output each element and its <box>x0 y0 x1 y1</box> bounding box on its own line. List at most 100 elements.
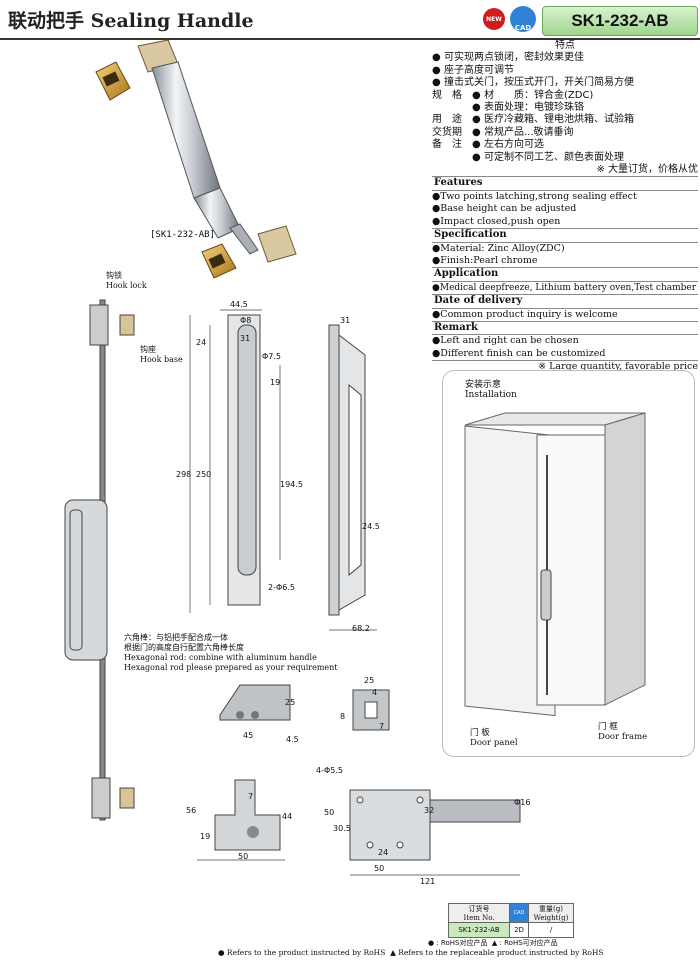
dim-plate-5: 24 <box>378 848 389 857</box>
hook-detail-drawing <box>197 779 285 861</box>
dim-base2-0: 25 <box>364 676 375 685</box>
col-cad-header: CAD <box>509 903 529 923</box>
cad-badge[interactable]: CAD <box>510 6 536 32</box>
dim-base1-1: 45 <box>243 731 254 740</box>
dim-plate-0: 4-Φ5.5 <box>316 766 343 775</box>
dim-front-8: 194.5 <box>280 480 303 489</box>
title-cn: 联动把手 <box>8 10 85 32</box>
cad-badge-label: CAD <box>514 24 532 32</box>
bottom-hook-lock <box>91 777 111 819</box>
rohs-note-en: ● Refers to the product instructed by Ro… <box>218 948 604 957</box>
specification-title: Specification <box>432 228 698 243</box>
feature-en-2: ●Base height can be adjusted <box>432 203 577 215</box>
delivery-cn: 交货期●常规产品...敬请垂询 <box>432 126 574 138</box>
dim-base1-0: 25 <box>285 698 296 707</box>
cabinet-illustration <box>464 412 646 717</box>
dim-front-0: 44.5 <box>230 300 248 309</box>
dim-plate-3: 32 <box>424 806 435 815</box>
installation-title: 安装示意 Installation <box>465 380 517 400</box>
door-panel-label: 门 板 Door panel <box>470 728 518 748</box>
dim-side-1: 24.5 <box>362 522 380 531</box>
delivery-title: Date of delivery <box>432 294 698 309</box>
remark-title: Remark <box>432 320 698 336</box>
dim-front-2: 31 <box>240 334 251 343</box>
dim-plate-7: 121 <box>420 877 436 886</box>
spec-panel: 特点 ●可实现两点锁闭，密封效果更佳 ●座子高度可调节 ●撞击式关门，按压式开门… <box>432 40 698 374</box>
application-en: ●Medical deepfreeze, Lithium battery ove… <box>432 282 697 293</box>
dim-plate-1: 50 <box>324 808 335 817</box>
remark-en-2: ●Different finish can be customized <box>432 348 698 362</box>
installation-panel <box>442 370 695 757</box>
dim-plate-2: 30.5 <box>333 824 351 833</box>
feature-en-1: ●Two points latching,strong sealing effe… <box>432 190 637 202</box>
bottom-hook-plate <box>257 225 297 263</box>
delivery-en: ●Common product inquiry is welcome <box>432 308 618 320</box>
bulk-note-cn: ※ 大量订货，价格从优 <box>596 164 698 176</box>
dim-base1-2: 4.5 <box>286 735 299 744</box>
dim-hook-2: 44 <box>282 812 293 821</box>
cell-cad[interactable]: 2D <box>509 922 529 938</box>
bottom-hook-base <box>201 243 237 279</box>
dim-hook-1: 7 <box>248 792 254 801</box>
bottom-hook-base-drawing <box>119 787 135 809</box>
spec-material-cn: 规 格●材 质：锌合金(ZDC) <box>432 89 594 101</box>
side-view-drawing <box>328 324 377 631</box>
specification-en-1: ●Material: Zinc Alloy(ZDC) <box>432 242 565 254</box>
rohs-note-cn: ● : RoHS对应产品 ▲ : RoHS可对应产品 <box>428 939 558 947</box>
spec-heading: 特点 <box>555 40 575 51</box>
dim-side-0: 31 <box>340 316 351 325</box>
bulk-note-en: ※ Large quantity, favorable price <box>538 361 698 373</box>
title-en: Sealing Handle <box>90 10 254 32</box>
feature-en-3: ●Impact closed,push open <box>432 215 561 227</box>
dim-hook-0: 56 <box>186 806 197 815</box>
dim-plate-6: 50 <box>374 864 385 873</box>
cell-item: SK1-232-AB <box>448 922 510 938</box>
cell-weight: / <box>528 922 574 938</box>
dim-side-2: 68.2 <box>352 624 370 633</box>
assembly-drawing <box>64 299 135 821</box>
remark-cn-1: 备 注●左右方向可选 <box>432 139 544 151</box>
remark-en-1: ●Left and right can be chosen <box>432 335 579 347</box>
lower-rod <box>229 223 259 255</box>
hook-base-label: 钩座 Hook base <box>140 345 183 364</box>
dim-front-6: 298 <box>176 470 192 479</box>
dim-front-4: Φ7.5 <box>262 352 282 361</box>
dim-front-9: 2-Φ6.5 <box>268 583 295 592</box>
handle-front-drawing <box>64 499 108 661</box>
dim-front-5: 19 <box>270 378 281 387</box>
model-number: SK1-232-AB <box>542 6 698 36</box>
dim-plate-4: Φ16 <box>514 798 531 807</box>
hex-rod-note: 六角棒：与铝把手配合成一体 根据门的高度自行配置六角棒长度 Hexagonal … <box>124 633 338 672</box>
specification-en-2: ●Finish:Pearl chrome <box>432 254 538 266</box>
feature-cn-2: ●座子高度可调节 <box>432 64 514 76</box>
col-weight-header: 重量(g)Weight(g) <box>528 903 574 923</box>
front-view-drawing <box>189 309 281 613</box>
remark-cn-2: ●可定制不同工艺、颜色表面处理 <box>472 151 624 163</box>
page-header: 联动把手 Sealing Handle NEW CAD SK1-232-AB <box>0 0 700 44</box>
product-title: 联动把手 Sealing Handle <box>8 6 254 33</box>
application-title: Application <box>432 267 698 282</box>
dim-hook-3: 19 <box>200 832 211 841</box>
dim-base2-2: 8 <box>340 712 346 721</box>
mounting-plate-drawing <box>349 789 521 876</box>
dim-base2-3: 7 <box>379 722 385 731</box>
hook-base-drawing-1 <box>219 684 291 721</box>
spec-finish-cn: ●表面处理：电镀珍珠铬 <box>472 102 584 114</box>
product-photo <box>95 39 297 279</box>
top-hook-lock <box>89 304 109 346</box>
top-hook-base <box>95 61 131 101</box>
door-frame-label: 门 框 Door frame <box>598 722 648 742</box>
top-hook-base-drawing <box>119 314 135 336</box>
new-badge: NEW <box>483 8 505 30</box>
dim-hook-4: 50 <box>238 852 249 861</box>
dim-front-3: 24 <box>196 338 207 347</box>
header-divider <box>0 38 700 40</box>
dim-base2-1: 4 <box>372 688 378 697</box>
hook-base-drawing-2 <box>352 689 390 731</box>
feature-cn-1: ●可实现两点锁闭，密封效果更佳 <box>432 52 584 64</box>
features-title: Features <box>432 176 698 191</box>
dim-front-7: 250 <box>196 470 212 479</box>
use-cn: 用 途●医疗冷藏箱、锂电池烘箱、试验箱 <box>432 114 634 126</box>
